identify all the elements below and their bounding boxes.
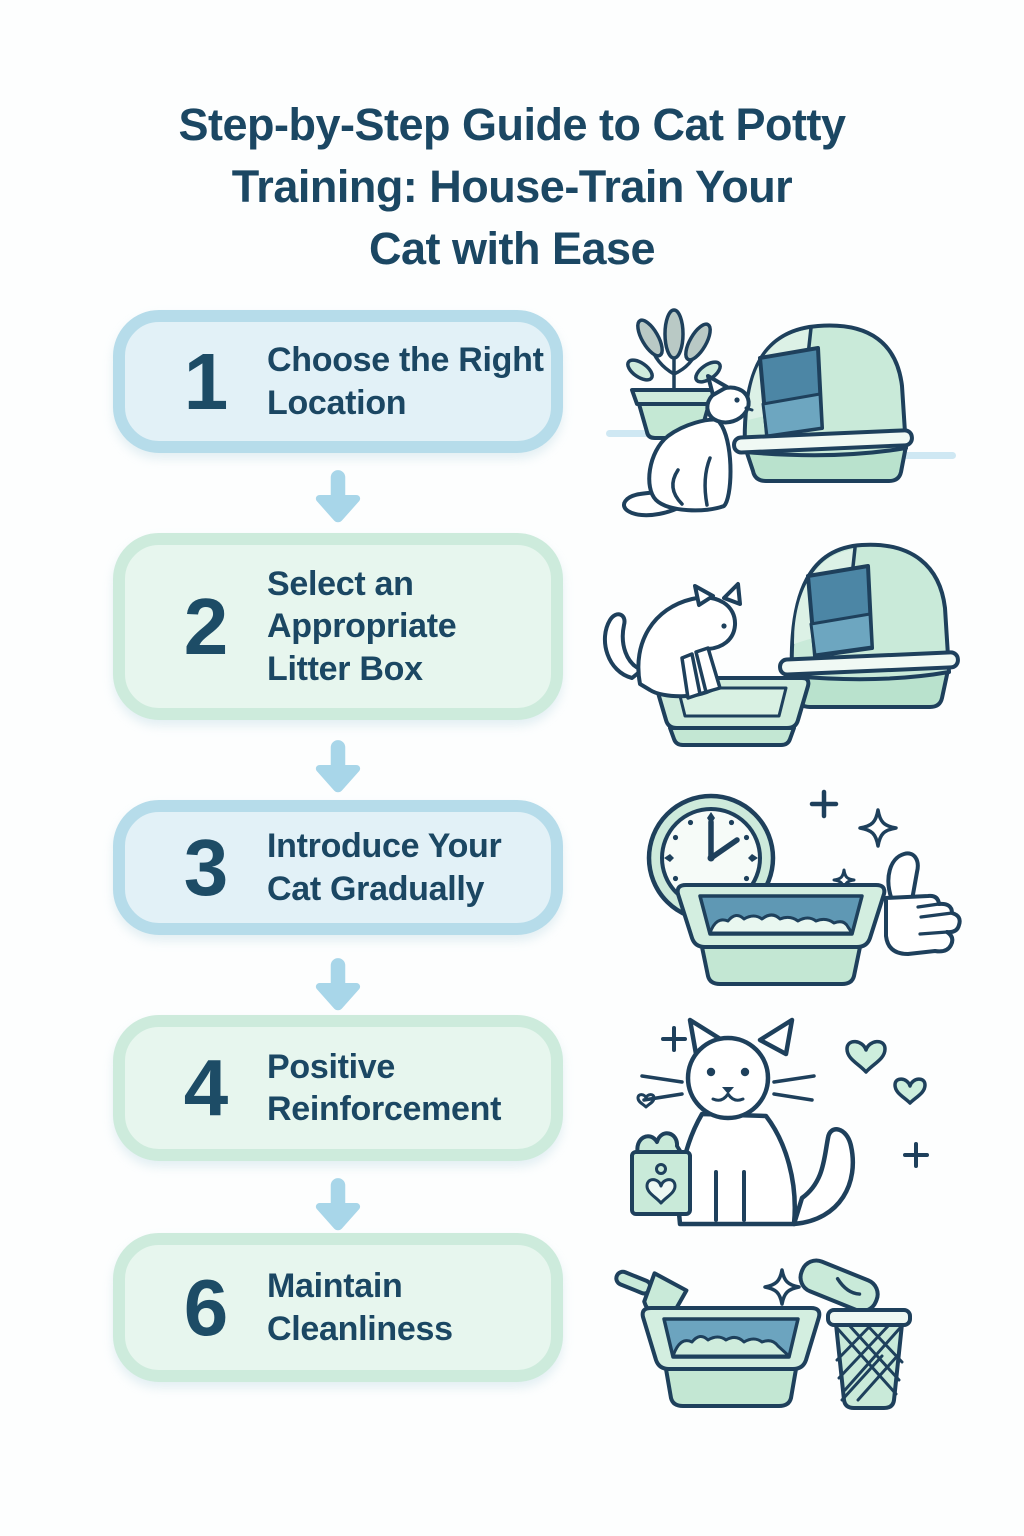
down-arrow-icon — [315, 740, 361, 793]
page-title: Step-by-Step Guide to Cat Potty Training… — [178, 99, 846, 275]
down-arrow-icon — [315, 470, 361, 523]
waste-bag-icon — [798, 1258, 880, 1314]
illustration-step-2 — [602, 542, 960, 747]
step-number: 3 — [183, 822, 229, 912]
cat-icon — [622, 374, 754, 518]
step-number: 6 — [183, 1262, 229, 1352]
step-label: Introduce Your Cat Gradually — [267, 827, 502, 908]
illustration-step-4 — [630, 1017, 929, 1227]
hooded-litter-box-icon — [778, 542, 960, 709]
sparkle-icon — [763, 1268, 801, 1306]
waste-bin-icon — [826, 1308, 912, 1410]
illustration-step-3 — [646, 789, 962, 986]
step-card-5: 6 Maintain Cleanliness — [113, 1233, 563, 1382]
plus-icon — [661, 1026, 687, 1052]
thumbs-up-icon — [884, 851, 962, 956]
step-card-1: 1 Choose the Right Location — [113, 310, 563, 453]
cat-icon — [640, 1017, 856, 1227]
plus-icon — [809, 789, 839, 819]
step-number: 4 — [183, 1043, 229, 1132]
step-number: 1 — [183, 336, 229, 426]
step-card-2: 2 Select an Appropriate Litter Box — [113, 533, 563, 720]
sparkle-icon — [858, 808, 898, 848]
litter-tray-icon — [640, 1306, 822, 1408]
litter-tray-icon — [675, 883, 887, 986]
heart-icon — [845, 1039, 887, 1074]
hooded-litter-box-icon — [732, 323, 914, 483]
heart-icon — [893, 1077, 927, 1105]
down-arrow-icon — [315, 958, 361, 1011]
step-label: Positive Reinforcement — [267, 1047, 502, 1128]
down-arrow-icon — [315, 1178, 361, 1231]
treat-bag-icon — [630, 1131, 692, 1216]
step-label: Select an Appropriate Litter Box — [267, 565, 457, 688]
step-card-4: 4 Positive Reinforcement — [113, 1015, 563, 1161]
step-card-3: 3 Introduce Your Cat Gradually — [113, 800, 563, 935]
heart-icon — [636, 1093, 656, 1109]
step-label: Choose the Right Location — [267, 341, 544, 422]
plus-icon — [903, 1142, 929, 1168]
illustration-step-5 — [614, 1258, 912, 1410]
step-label: Maintain Cleanliness — [267, 1267, 453, 1348]
illustration-step-1 — [606, 308, 956, 518]
step-number: 2 — [183, 581, 229, 671]
cat-icon — [602, 582, 742, 700]
